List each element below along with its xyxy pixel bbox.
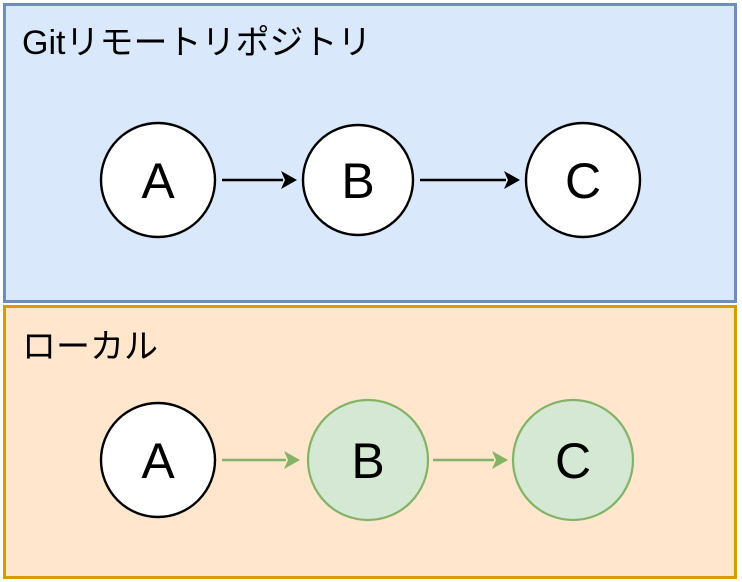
local-panel-title: ローカル <box>22 328 158 366</box>
remote-panel-title: Gitリモートリポジトリ <box>22 24 372 62</box>
